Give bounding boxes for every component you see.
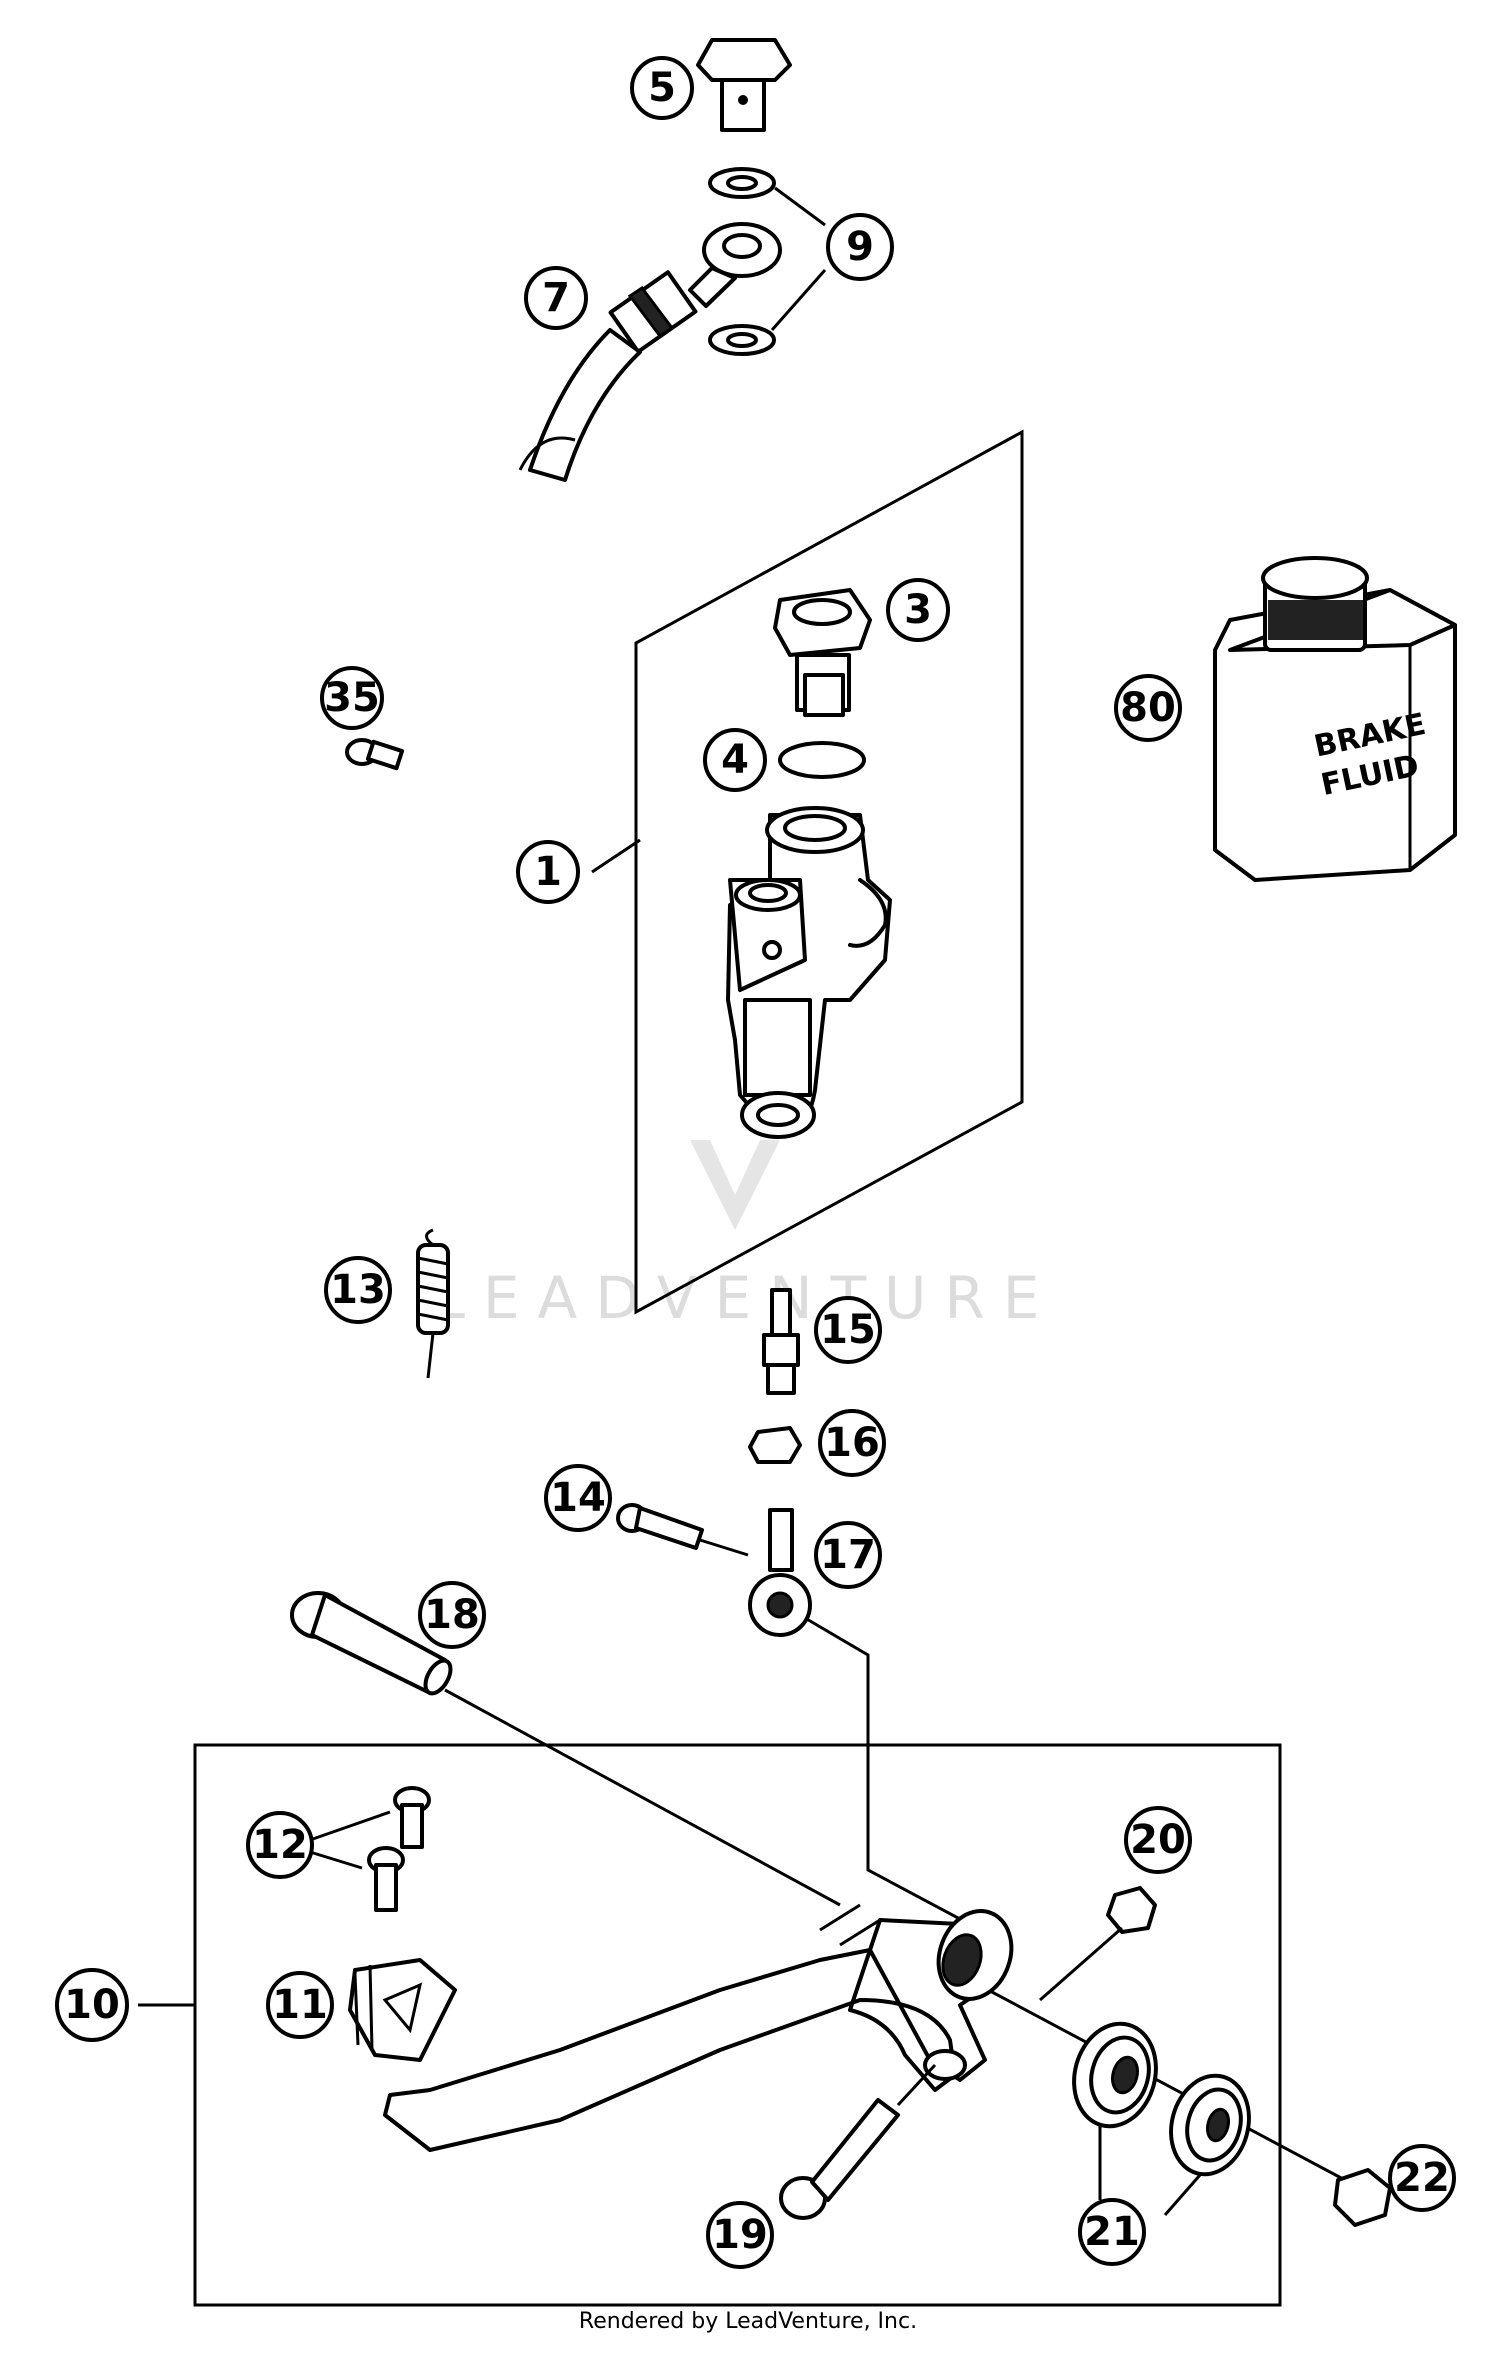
callout-12: 12 [246, 1811, 314, 1879]
credit-text: Rendered by LeadVenture, Inc. [579, 2309, 917, 2334]
bolts-part [367, 1786, 431, 1912]
bearings-leader [1098, 2125, 1202, 2216]
pin-part [616, 1503, 704, 1550]
watermark: LEADVENTURE [433, 1140, 1058, 1332]
pedal-tip-part [348, 1958, 457, 2062]
nut-leader [1039, 1926, 1123, 2002]
callout-18: 18 [418, 1581, 486, 1649]
callout-80: 80 [1114, 674, 1182, 742]
master-cylinder-kit-outline [634, 429, 1024, 1315]
callout-20: 20 [1124, 1806, 1192, 1874]
reservoir-cap-part [773, 588, 872, 717]
callout-11: 11 [266, 1971, 334, 2039]
callout-14: 14 [544, 1464, 612, 1532]
callout-5: 5 [630, 56, 694, 120]
bearings-part [1072, 2021, 1251, 2177]
svg-text:20: 20 [1130, 1817, 1186, 1863]
callout-17: 17 [814, 1521, 882, 1589]
svg-text:80: 80 [1120, 685, 1176, 731]
master-cylinder-part [726, 806, 892, 1139]
bolts-leader-top [309, 1810, 391, 1842]
washer-leader-bottom [770, 269, 827, 331]
callout-19: 19 [706, 2201, 774, 2269]
watermark-text: LEADVENTURE [433, 1264, 1058, 1332]
bolts-leader-bottom [309, 1850, 363, 1870]
svg-text:11: 11 [272, 1982, 328, 2028]
svg-text:1: 1 [534, 849, 562, 895]
screw-part [345, 738, 405, 771]
spring-part [416, 1228, 450, 1379]
svg-text:9: 9 [846, 224, 874, 270]
pedal-bolt-part [779, 2098, 900, 2220]
svg-text:5: 5 [648, 65, 676, 111]
o-ring-part [778, 741, 866, 779]
callout-13: 13 [324, 1256, 392, 1324]
svg-text:18: 18 [424, 1592, 480, 1638]
callout-21: 21 [1078, 2198, 1146, 2266]
pedal-nut-part [1106, 1886, 1157, 1934]
svg-text:16: 16 [824, 1420, 880, 1466]
sealing-washers-part [708, 167, 776, 356]
end-nut-part [1333, 2168, 1392, 2227]
banjo-bolt-part [696, 38, 792, 132]
svg-text:7: 7 [542, 275, 570, 321]
callout-15: 15 [814, 1296, 882, 1364]
callout-4: 4 [703, 728, 767, 792]
callout-9: 9 [826, 213, 894, 281]
callout-22: 22 [1388, 2144, 1456, 2212]
svg-text:13: 13 [330, 1267, 386, 1313]
callout-35: 35 [320, 666, 384, 730]
pedal-bolt-leader [896, 2063, 937, 2107]
clevis-leader [804, 1616, 991, 1937]
svg-text:19: 19 [712, 2212, 768, 2258]
cylinder-leader [591, 838, 641, 874]
callout-7: 7 [524, 266, 588, 330]
svg-text:35: 35 [324, 675, 380, 721]
pin-leader [699, 1538, 749, 1557]
svg-text:21: 21 [1084, 2209, 1140, 2255]
watermark-logo [690, 1140, 780, 1230]
svg-text:17: 17 [820, 1532, 876, 1578]
callout-3: 3 [886, 578, 950, 642]
pedal-assembly-outline [193, 1743, 1282, 2307]
brake-fluid-bottle-part: BRAKE FLUID [1213, 556, 1457, 882]
callout-10: 10 [55, 1968, 129, 2042]
svg-text:3: 3 [904, 587, 932, 633]
callout-16: 16 [818, 1409, 886, 1477]
svg-text:12: 12 [252, 1822, 308, 1868]
push-rod-part [762, 1288, 800, 1395]
brake-pedal-part [383, 1903, 1014, 2152]
brake-hose-part [518, 222, 782, 482]
svg-text:15: 15 [820, 1307, 876, 1353]
nut-part [748, 1426, 802, 1464]
washer-leader-top [774, 186, 826, 227]
svg-text:10: 10 [64, 1982, 120, 2028]
svg-text:22: 22 [1394, 2155, 1450, 2201]
clevis-part [748, 1508, 812, 1637]
svg-text:14: 14 [550, 1475, 606, 1521]
callout-1: 1 [516, 840, 580, 904]
pedal-shaft-part [290, 1591, 453, 1696]
svg-text:4: 4 [721, 737, 749, 783]
